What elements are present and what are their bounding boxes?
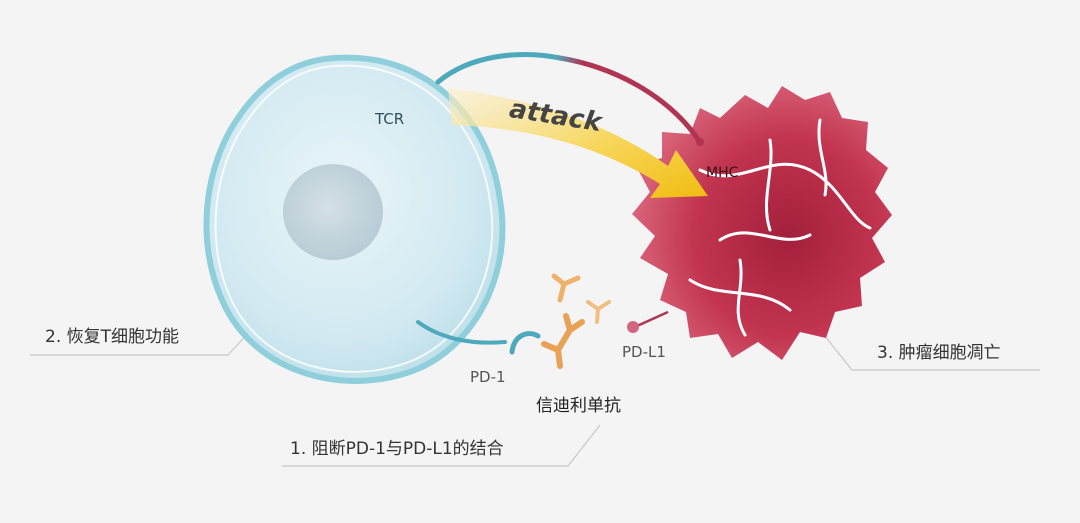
tumor-cell-fissures — [688, 118, 872, 337]
tcr-mhc-connection — [435, 52, 703, 145]
pdl1-ligand — [627, 310, 669, 333]
step2-label: 2. 恢复T细胞功能 — [45, 327, 180, 347]
pdl1-label: PD-L1 — [622, 343, 666, 361]
antibody-small — [586, 300, 611, 324]
antibody-molecules — [541, 273, 611, 369]
pd1-receptor — [416, 320, 541, 355]
t-cell — [203, 54, 506, 384]
t-cell-nucleus — [283, 164, 383, 260]
attack-arrow — [448, 88, 708, 198]
callout-line-step1 — [282, 424, 601, 467]
tumor-cell-body — [632, 86, 892, 360]
t-cell-membrane-inner — [214, 64, 494, 373]
antibody-large — [541, 313, 585, 369]
antibody-label: 信迪利单抗 — [536, 396, 621, 416]
callout-line-step3 — [819, 329, 1040, 371]
step3-label: 3. 肿瘤细胞凋亡 — [877, 343, 1001, 363]
pd1-label: PD-1 — [470, 368, 506, 386]
mhc-endpoint — [696, 138, 704, 146]
mhc-label: MHC — [706, 165, 739, 181]
antibody-top — [551, 273, 581, 303]
step1-label: 1. 阻断PD-1与PD-L1的结合 — [290, 439, 504, 459]
tumor-cell — [632, 86, 892, 360]
tcr-label: TCR — [375, 110, 405, 128]
